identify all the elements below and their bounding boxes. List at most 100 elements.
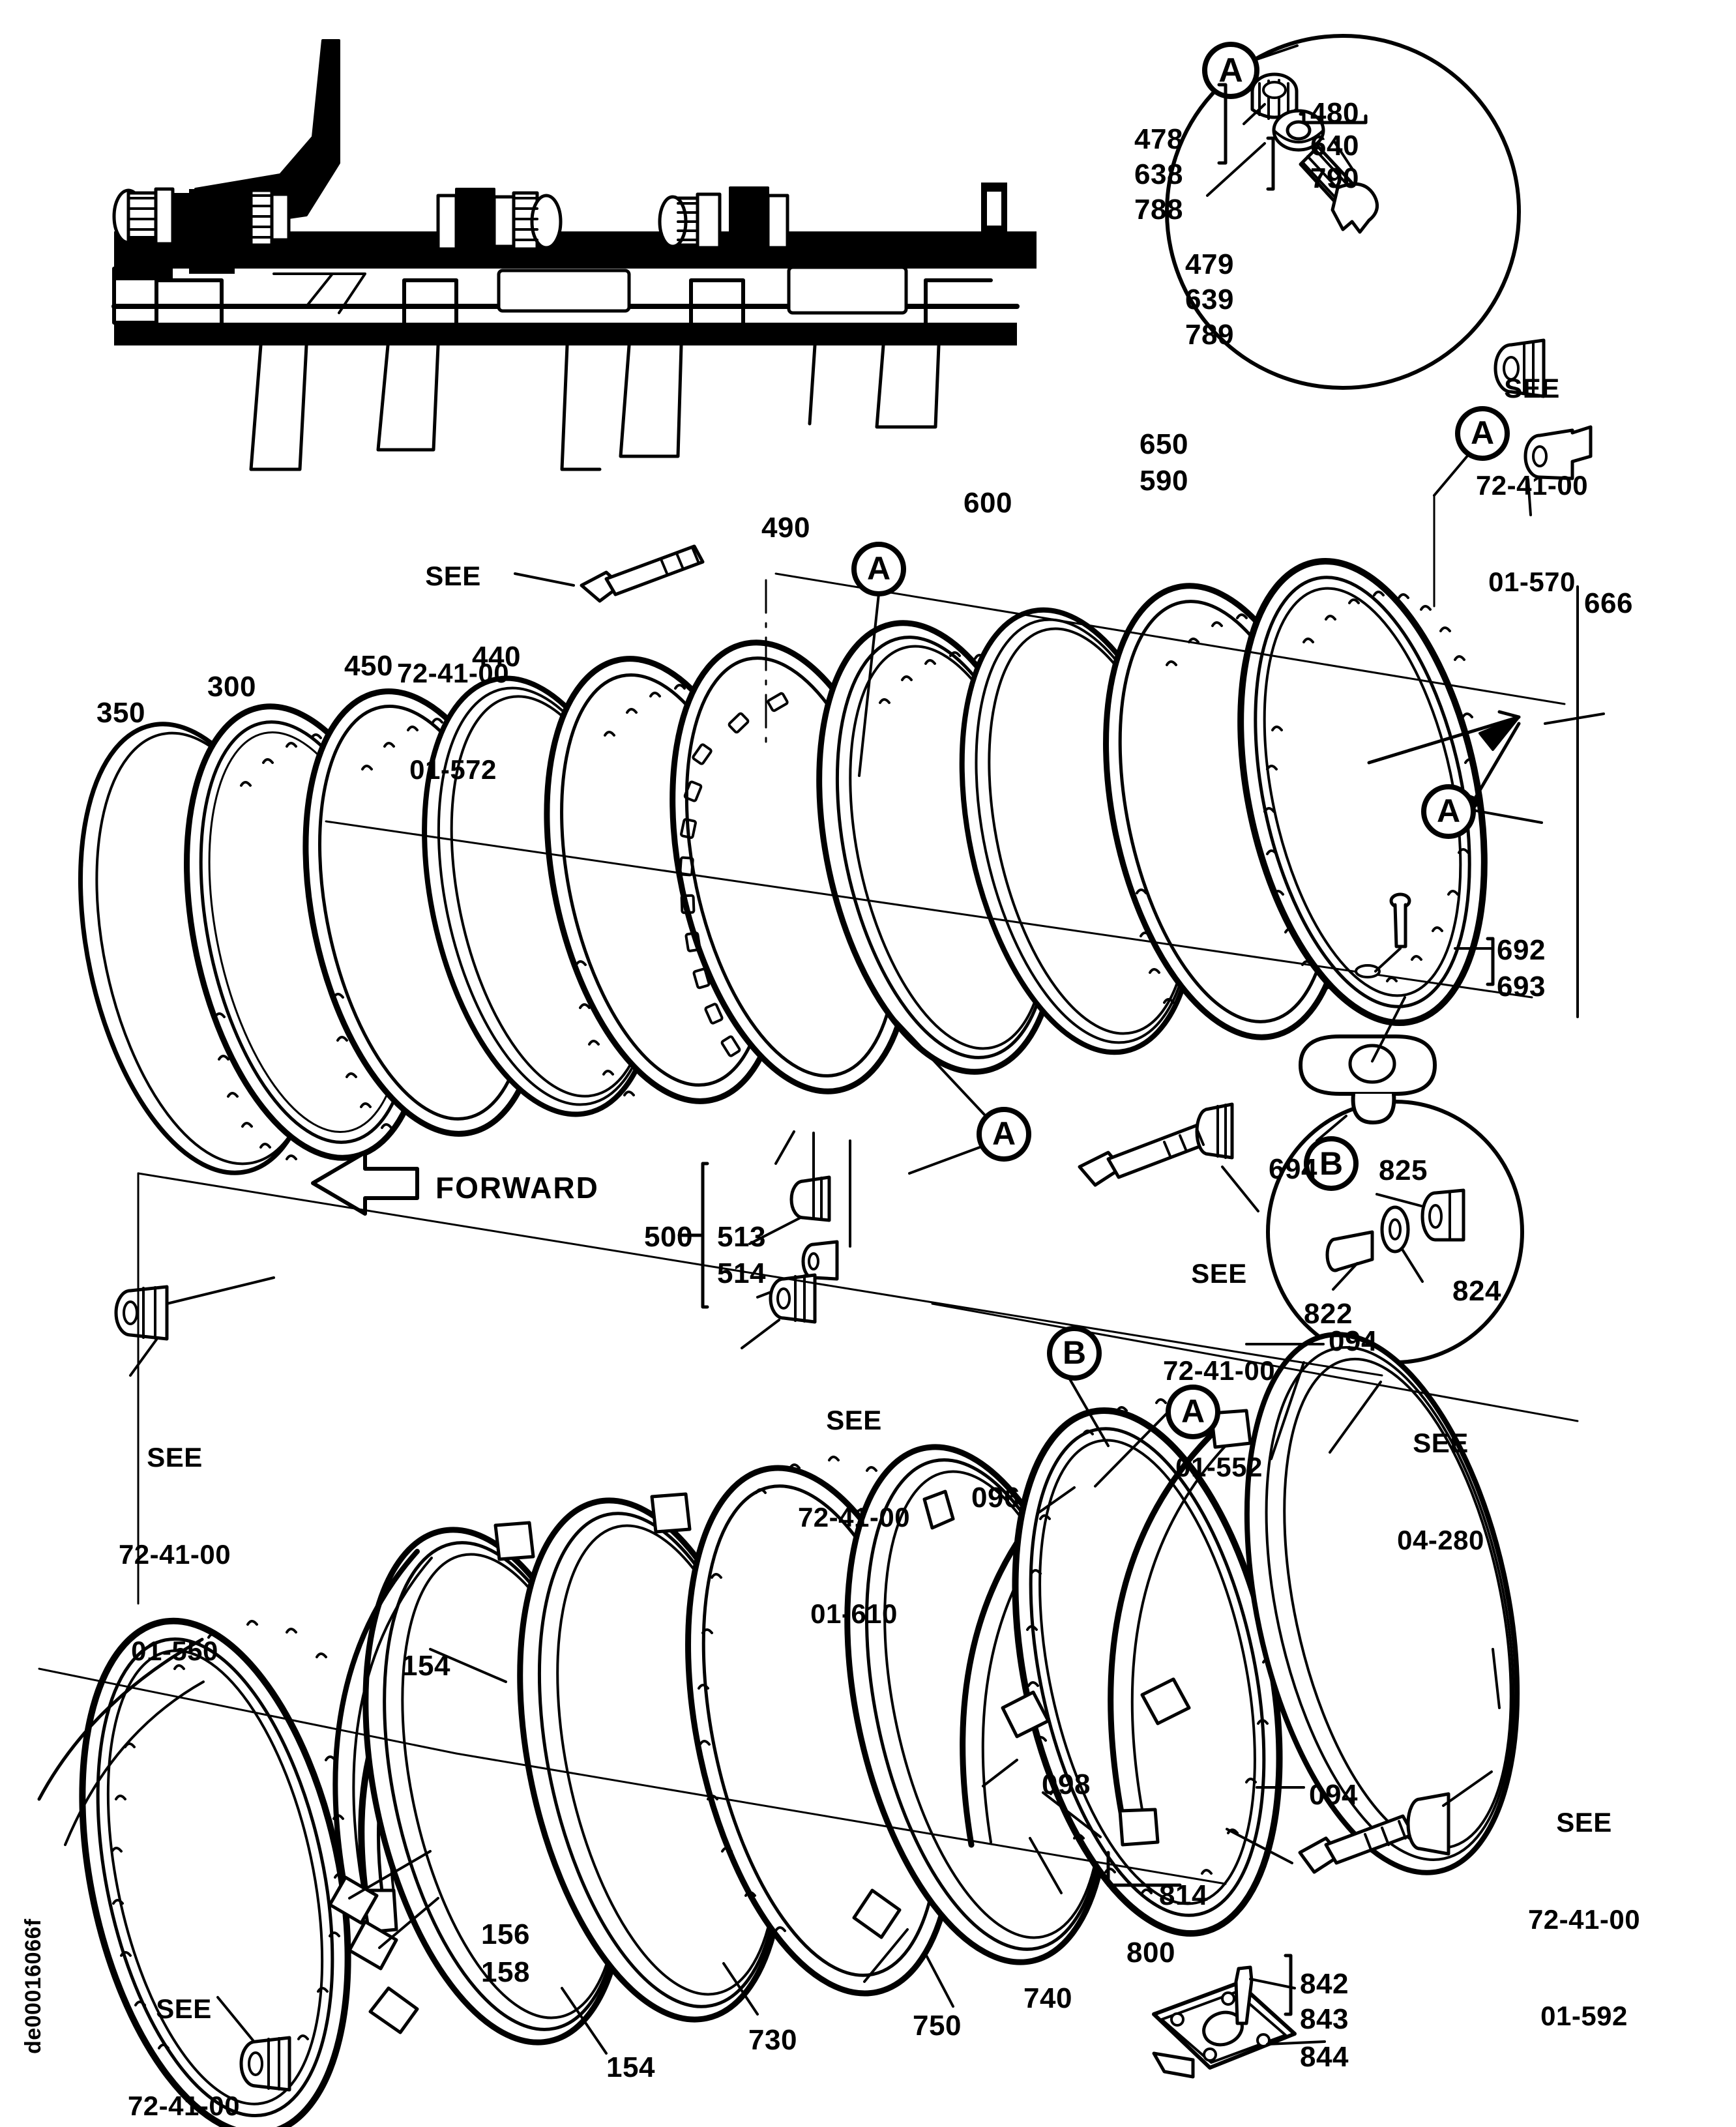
label-479: 479 <box>1185 248 1234 280</box>
forward-label: FORWARD <box>435 1171 599 1205</box>
nut-01-610-bottom <box>216 1996 291 2092</box>
marker-a-upper-right: A <box>1433 406 1510 608</box>
bushing-666 <box>1523 425 1593 480</box>
svg-text:A: A <box>992 1115 1016 1152</box>
see-word: SEE <box>1413 1428 1469 1459</box>
label-822: 822 <box>1304 1298 1353 1330</box>
ring-lower-casing <box>37 1617 351 2127</box>
bracket-694 <box>1299 996 1437 1142</box>
label-666: 666 <box>1584 587 1633 619</box>
label-789: 789 <box>1185 319 1234 351</box>
svg-text:A: A <box>1181 1393 1205 1430</box>
upper-ring-stack: A A A A <box>78 338 1605 1309</box>
label-824: 824 <box>1452 1275 1501 1307</box>
see-chapter: 72-41-00 <box>797 1501 911 1533</box>
label-638: 638 <box>1134 158 1183 190</box>
see-figure: 01-592 <box>1540 2001 1628 2032</box>
label-788: 788 <box>1134 194 1183 226</box>
label-094-top: 094 <box>1329 1325 1377 1357</box>
see-ref-01-570: SEE 72-41-00 01-570 <box>1447 308 1617 630</box>
marker-a-lower-right: A <box>1094 1385 1220 1488</box>
marker-a-mid-right: A <box>1421 784 1543 839</box>
see-figure: 01-570 <box>1488 566 1576 598</box>
see-chapter: 72-41-00 <box>127 2090 241 2121</box>
label-514: 514 <box>717 1257 766 1289</box>
see-figure: 01-550 <box>131 1636 218 1667</box>
ring-094-a <box>1108 1409 1252 1847</box>
see-ref-01-552: SEE 72-41-00 01-552 <box>1128 1193 1310 1516</box>
see-word: SEE <box>425 561 481 592</box>
see-figure: 04-280 <box>1397 1524 1484 1555</box>
label-480: 480 <box>1310 97 1359 129</box>
see-ref-01-610-bottom: SEE 72-41-00 01-610 <box>93 1928 275 2127</box>
bolt-01-572 <box>514 544 705 603</box>
label-844: 844 <box>1300 2041 1349 2073</box>
label-590: 590 <box>1140 465 1188 497</box>
svg-text:A: A <box>1471 415 1494 451</box>
label-790: 790 <box>1310 162 1359 194</box>
see-word: SEE <box>826 1405 882 1436</box>
rivet-692 <box>1355 892 1411 978</box>
label-640: 640 <box>1310 130 1359 162</box>
label-490: 490 <box>761 512 810 544</box>
label-694: 694 <box>1269 1153 1317 1185</box>
nut-513 <box>748 1175 831 1245</box>
marker-b-lower: B <box>1047 1326 1110 1447</box>
label-158: 158 <box>481 1956 530 1988</box>
lower-ring-stack: B A <box>37 1151 1579 2127</box>
label-154-lower: 154 <box>606 2051 655 2083</box>
label-500: 500 <box>644 1221 693 1253</box>
see-chapter: 72-41-00 <box>118 1538 231 1570</box>
marker-a-lower-center: A <box>885 1009 1031 1175</box>
see-ref-04-280: SEE 04-280 <box>1362 1362 1519 1589</box>
ring-rear-casing <box>1237 557 1488 1027</box>
label-843: 843 <box>1300 2003 1349 2035</box>
label-825: 825 <box>1379 1154 1428 1186</box>
label-650: 650 <box>1140 428 1188 460</box>
svg-text:B: B <box>1063 1334 1086 1371</box>
see-ref-01-572: SEE 72-41-00 01-572 <box>365 495 541 818</box>
see-word: SEE <box>147 1442 203 1473</box>
nut-01-610-mid <box>741 1273 817 1349</box>
see-ref-01-610-mid: SEE 72-41-00 01-610 <box>763 1340 945 1662</box>
label-740: 740 <box>1023 1982 1072 2014</box>
cross-section-assembly <box>111 39 1037 471</box>
bracket-844 <box>1152 1981 1326 2079</box>
label-300: 300 <box>207 671 256 703</box>
label-600: 600 <box>964 487 1012 519</box>
see-ref-01-592: SEE 72-41-00 01-592 <box>1493 1742 1675 2064</box>
label-094-bottom: 094 <box>1309 1779 1358 1811</box>
ring-094-b <box>1244 1332 1520 1875</box>
svg-text:B: B <box>1319 1145 1343 1182</box>
spacer-098-b <box>1140 1677 1191 1725</box>
nut-666-upper <box>1493 338 1546 398</box>
label-513: 513 <box>717 1221 766 1253</box>
see-word: SEE <box>1191 1258 1247 1289</box>
see-word: SEE <box>1556 1807 1612 1838</box>
see-word: SEE <box>156 1993 212 2025</box>
label-730: 730 <box>748 2024 797 2056</box>
label-692: 692 <box>1497 934 1546 966</box>
label-440: 440 <box>472 641 521 673</box>
label-639: 639 <box>1185 284 1234 315</box>
label-098: 098 <box>1042 1768 1091 1800</box>
nut-01-550 <box>114 1276 275 1377</box>
see-chapter: 72-41-00 <box>1527 1903 1641 1935</box>
sheet-watermark: de00016066f <box>20 1918 46 2055</box>
svg-text:A: A <box>1218 51 1243 89</box>
detail-circle-a: A <box>1165 34 1521 390</box>
bolt-01-592 <box>1226 1770 1493 1874</box>
see-figure: 01-610 <box>810 1598 898 1630</box>
svg-text:A: A <box>867 550 890 587</box>
label-800: 800 <box>1126 1937 1175 1969</box>
label-478: 478 <box>1134 123 1183 155</box>
label-693: 693 <box>1497 971 1546 1003</box>
see-ref-01-550: SEE 72-41-00 01-550 <box>83 1377 266 1699</box>
label-096: 096 <box>971 1482 1020 1514</box>
pin-842-843 <box>1234 1954 1296 2025</box>
label-450: 450 <box>344 650 393 682</box>
spacer-098-a <box>982 1690 1050 1787</box>
label-842: 842 <box>1300 1968 1349 2000</box>
see-figure: 01-572 <box>409 754 497 785</box>
